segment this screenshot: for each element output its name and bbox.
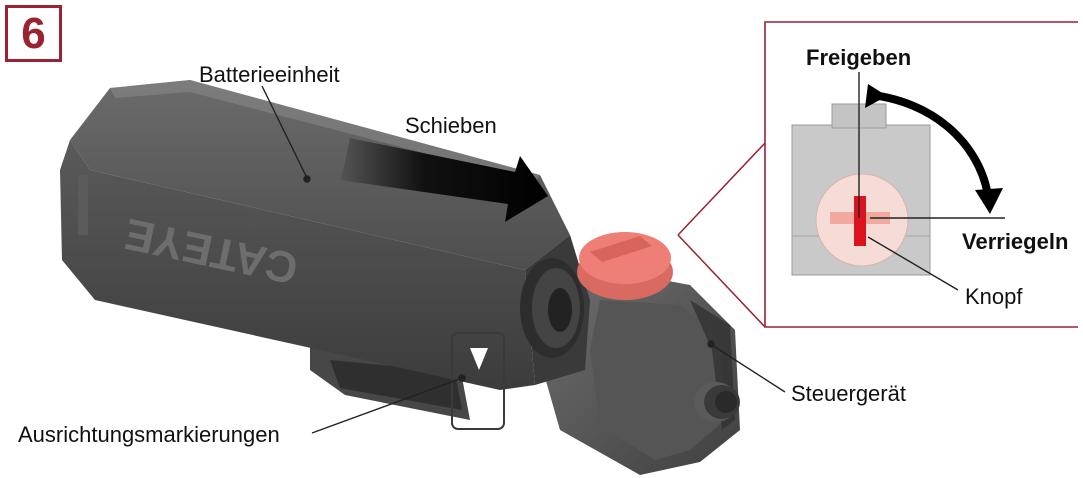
control-leader xyxy=(711,344,786,393)
knob-label: Knopf xyxy=(965,284,1023,309)
inset-callout xyxy=(677,21,1078,328)
inset-connector-bottom xyxy=(677,234,766,328)
release-label: Freigeben xyxy=(806,45,912,70)
battery-leader xyxy=(261,85,308,179)
slide-label: Schieben xyxy=(405,113,497,138)
alignment-marks-label: Ausrichtungsmarkierungen xyxy=(18,422,280,447)
alignment-leader xyxy=(311,377,463,434)
knob-on-device xyxy=(577,232,673,300)
alignment-mark-up xyxy=(470,392,488,414)
rotation-arrow xyxy=(871,91,992,196)
knob-leader xyxy=(867,236,959,291)
control-leader-dot xyxy=(707,340,715,348)
step-number-badge: 6 xyxy=(5,5,62,62)
leader-lines xyxy=(261,85,786,434)
battery-unit: CATEYE xyxy=(60,80,590,390)
inset-connector-top xyxy=(677,142,766,236)
control-unit xyxy=(540,270,740,475)
alignment-leader-dot xyxy=(458,374,466,382)
alignment-mark-down xyxy=(470,348,488,370)
control-unit-connector xyxy=(694,382,740,422)
lock-label: Verriegeln xyxy=(962,229,1069,254)
slide-arrow xyxy=(340,138,548,222)
battery-unit-label: Batterieeinheit xyxy=(199,62,340,87)
inset-knob-indicator xyxy=(854,196,866,246)
step-number: 6 xyxy=(21,8,46,58)
battery-leader-dot xyxy=(303,175,311,183)
battery-port xyxy=(520,258,584,358)
control-unit-label: Steuergerät xyxy=(791,381,906,406)
